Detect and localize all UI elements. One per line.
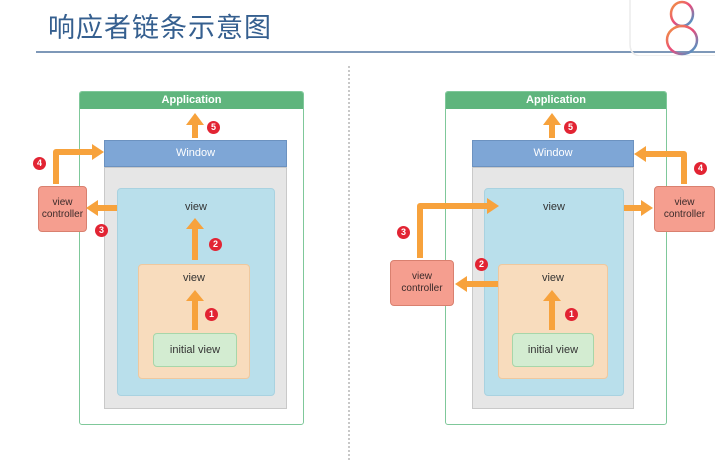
view-inner-label: view [541, 272, 564, 284]
arrow-controller-to-window [645, 151, 687, 184]
step-badge: 4 [33, 157, 46, 170]
ios8-logo-icon [629, 0, 715, 56]
initial-view-box: initial view [512, 333, 594, 367]
title-underline [36, 51, 715, 53]
view-top-label: view [184, 201, 207, 213]
view-top-label: view [542, 201, 565, 213]
arrow-controller-to-window [53, 149, 92, 184]
view-controller-box: view controller [654, 186, 715, 232]
arrow-controller-to-view [417, 203, 487, 258]
step-badge: 4 [694, 162, 707, 175]
step-badge: 5 [564, 121, 577, 134]
step-badge: 3 [95, 224, 108, 237]
step-badge: 1 [205, 308, 218, 321]
panel-divider [348, 66, 350, 460]
page-title: 响应者链条示意图 [48, 13, 272, 44]
step-badge: 1 [565, 308, 578, 321]
application-label: Application [446, 92, 666, 109]
step-badge: 2 [475, 258, 488, 271]
view-controller-box: view controller [390, 260, 454, 306]
step-badge: 2 [209, 238, 222, 251]
window-bar: Window [104, 140, 287, 167]
step-badge: 3 [397, 226, 410, 239]
view-controller-box: view controller [38, 186, 87, 232]
view-inner-label: view [182, 272, 205, 284]
initial-view-box: initial view [153, 333, 237, 367]
step-badge: 5 [207, 121, 220, 134]
window-bar: Window [472, 140, 634, 167]
application-label: Application [80, 92, 303, 109]
